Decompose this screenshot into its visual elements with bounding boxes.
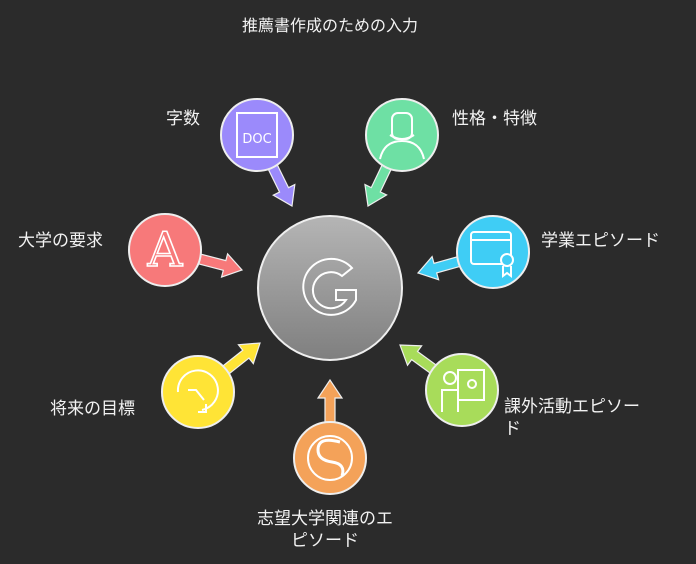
circular-arrow-icon xyxy=(176,369,219,413)
letter-a-icon: A xyxy=(146,221,185,279)
word-count-node: DOC xyxy=(220,98,294,172)
word-count-label: 字数 xyxy=(166,109,200,129)
swirl-icon xyxy=(307,435,353,481)
personality-node xyxy=(365,98,439,172)
certificate-window-icon xyxy=(470,231,514,278)
extracurricular-node xyxy=(425,353,499,427)
svg-text:A: A xyxy=(147,222,184,278)
future-goals-label: 将来の目標 xyxy=(50,399,135,419)
academic-label: 学業エピソード xyxy=(541,231,660,251)
personality-label: 性格・特徴 xyxy=(452,109,537,129)
doc-icon: DOC xyxy=(236,112,278,158)
university-requirements-label: 大学の要求 xyxy=(18,231,103,251)
future-goals-node xyxy=(161,355,235,429)
badminton-coach-icon xyxy=(441,369,485,412)
svg-text:DOC: DOC xyxy=(242,132,271,147)
google-g-icon xyxy=(302,257,357,316)
extracurricular-label: 課外活動エピソード xyxy=(504,397,640,439)
person-mustache-icon xyxy=(379,112,425,160)
university-related-label: 志望大学関連のエピソード xyxy=(257,509,393,551)
center-node xyxy=(257,215,403,361)
university-requirements-node: A xyxy=(128,213,202,287)
academic-node xyxy=(456,215,530,289)
university-related-node xyxy=(293,421,367,495)
diagram-title: 推薦書作成のための入力 xyxy=(241,16,418,35)
